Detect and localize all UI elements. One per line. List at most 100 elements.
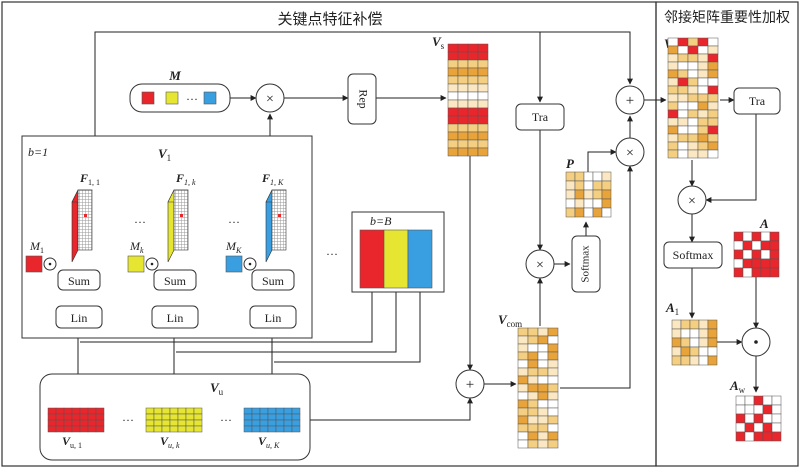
vu-cell xyxy=(259,425,269,433)
vu-cell xyxy=(193,413,203,421)
vcom-matrix-cell xyxy=(527,439,539,449)
vu-cell xyxy=(177,413,187,421)
mask-yellow xyxy=(165,91,179,105)
a-matrix-cell xyxy=(760,267,771,278)
a-matrix-cell xyxy=(751,249,762,260)
v-matrix-cell xyxy=(667,109,679,119)
vu-cell xyxy=(185,407,195,415)
vs-cell xyxy=(457,75,469,85)
vu-cell xyxy=(87,413,97,421)
vs-cell xyxy=(477,67,489,77)
a1-matrix-cell xyxy=(707,346,718,357)
vu-cell xyxy=(161,407,171,415)
a1-matrix-cell xyxy=(698,355,709,366)
feature-block-front xyxy=(173,189,189,251)
bB-yellow-block xyxy=(383,229,409,289)
vcom-matrix-cell xyxy=(527,375,539,385)
vs-cell xyxy=(447,91,459,101)
a-matrix-cell xyxy=(733,258,744,269)
vcom-matrix-cell xyxy=(547,335,559,345)
vcom-matrix xyxy=(517,327,559,449)
vu-cell xyxy=(283,425,293,433)
feature-keypoint xyxy=(180,214,183,217)
vs-cell xyxy=(457,131,469,141)
a1-matrix-cell xyxy=(707,337,718,348)
vu-cell xyxy=(47,425,57,433)
vu-cell xyxy=(169,407,179,415)
add-node-top xyxy=(615,85,645,115)
a1-matrix-cell xyxy=(671,328,682,339)
mask-mk xyxy=(127,255,145,273)
mask-dots: ··· xyxy=(186,92,198,106)
aw-matrix-cell xyxy=(735,404,746,415)
vcom-matrix-cell xyxy=(547,407,559,417)
v-matrix-cell xyxy=(667,117,679,127)
v-matrix-cell xyxy=(687,53,699,63)
vu-cell xyxy=(243,425,253,433)
vu-cell xyxy=(95,413,105,421)
vcom-matrix-cell xyxy=(537,407,549,417)
lin-box-k xyxy=(151,305,199,329)
aw-matrix-cell xyxy=(744,431,755,442)
a-matrix-cell xyxy=(733,240,744,251)
v-matrix-cell xyxy=(667,61,679,71)
aw-matrix xyxy=(735,395,782,442)
a1-matrix-cell xyxy=(698,328,709,339)
p-matrix-cell xyxy=(583,207,594,218)
vu-cell xyxy=(95,425,105,433)
a-matrix-cell xyxy=(769,267,780,278)
vuK-label: Vu, K xyxy=(258,434,280,450)
aw-matrix-cell xyxy=(744,413,755,424)
vs-cell xyxy=(477,139,489,149)
vu-cell xyxy=(71,425,81,433)
vs-cell xyxy=(477,83,489,93)
v-matrix-cell xyxy=(667,37,679,47)
vu-cell xyxy=(243,413,253,421)
vs-cell xyxy=(467,59,479,69)
vu-cell xyxy=(169,419,179,427)
p-matrix-cell xyxy=(565,189,576,200)
multiply-node-middle xyxy=(525,249,555,279)
p-matrix-cell xyxy=(583,171,594,182)
vcom-matrix-cell xyxy=(517,439,529,449)
tra-box-right xyxy=(733,87,781,115)
vs-cell xyxy=(467,147,479,157)
a-matrix-cell xyxy=(751,231,762,242)
f1K-label: F1, K xyxy=(261,171,284,187)
dots-vu-2: ··· xyxy=(220,413,232,427)
a1-matrix-cell xyxy=(671,319,682,330)
aw-matrix-cell xyxy=(762,395,773,406)
dots-features-2: ··· xyxy=(228,215,240,229)
vu-cell xyxy=(145,413,155,421)
multiply-node-right xyxy=(677,185,707,215)
vs-cell xyxy=(467,75,479,85)
vu-cell xyxy=(283,419,293,427)
a-matrix-cell xyxy=(733,249,744,260)
vcom-matrix-cell xyxy=(547,399,559,409)
aw-matrix-cell xyxy=(753,431,764,442)
vcom-matrix-cell xyxy=(547,415,559,425)
a-matrix-cell xyxy=(742,267,753,278)
vcom-matrix-cell xyxy=(517,399,529,409)
vs-cell xyxy=(467,67,479,77)
a1-matrix-cell xyxy=(689,319,700,330)
v-matrix-cell xyxy=(707,141,719,151)
a1-matrix xyxy=(671,319,718,366)
vcom-matrix-cell xyxy=(527,367,539,377)
vcom-matrix-cell xyxy=(517,391,529,401)
a-matrix-cell xyxy=(769,231,780,242)
lin-label-k: Lin xyxy=(167,311,184,325)
vs-cell xyxy=(447,51,459,61)
vs-cell xyxy=(447,147,459,157)
v-matrix-cell xyxy=(677,85,689,95)
vcom-matrix-cell xyxy=(517,327,529,337)
p-matrix-cell xyxy=(574,180,585,191)
v-matrix-cell xyxy=(707,109,719,119)
vu-cell xyxy=(87,419,97,427)
v-matrix-cell xyxy=(687,125,699,135)
mask-label-M: M xyxy=(168,68,181,83)
aw-matrix-cell xyxy=(762,431,773,442)
a-matrix-cell xyxy=(742,249,753,260)
vs-cell xyxy=(477,123,489,133)
vu-cell xyxy=(153,407,163,415)
